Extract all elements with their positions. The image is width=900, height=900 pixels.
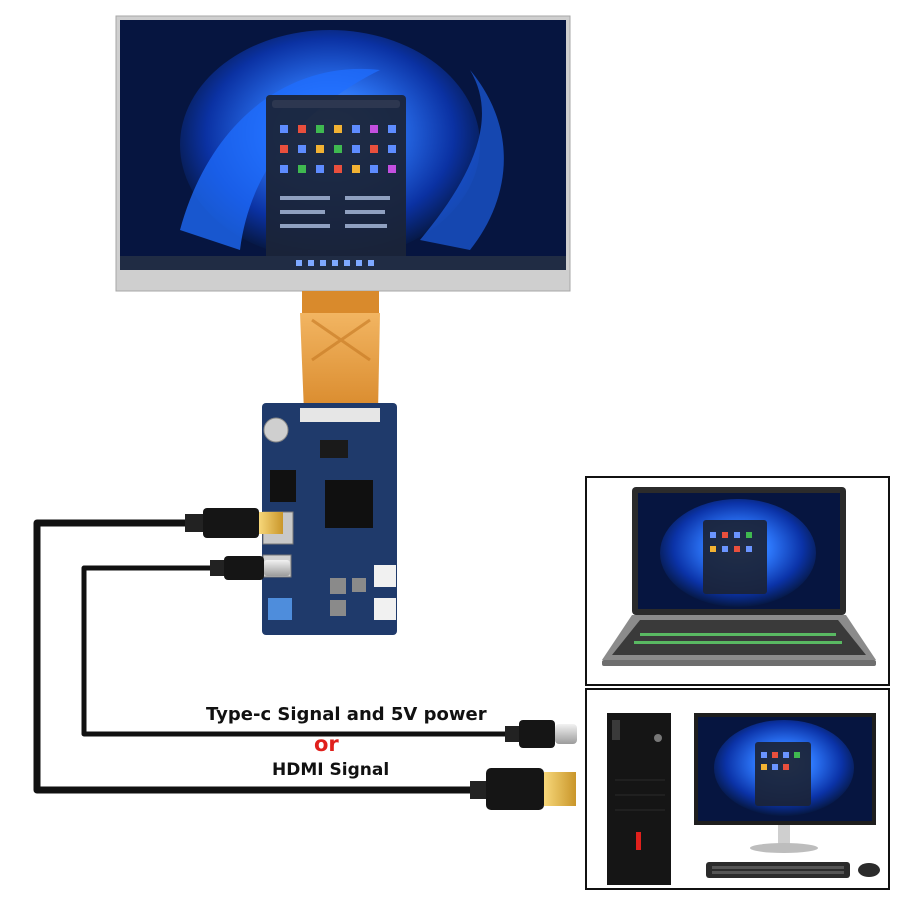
pcb-driver-board <box>262 403 397 635</box>
win11-desktop-screenshot <box>120 30 566 270</box>
typec-label: Type-c Signal and 5V power <box>206 704 487 725</box>
hdmi-label: HDMI Signal <box>272 760 390 780</box>
or-label: or <box>314 732 339 756</box>
desktop-pc-icon <box>607 713 671 885</box>
keyboard-icon <box>706 862 850 878</box>
monitor-icon <box>694 713 876 853</box>
mouse-icon <box>858 863 880 877</box>
fpc-ribbon-cable <box>300 291 380 413</box>
hdmi-cable <box>33 508 576 810</box>
laptop-icon <box>602 487 876 666</box>
type-c-cable <box>81 556 577 748</box>
lcd-panel <box>115 15 571 292</box>
